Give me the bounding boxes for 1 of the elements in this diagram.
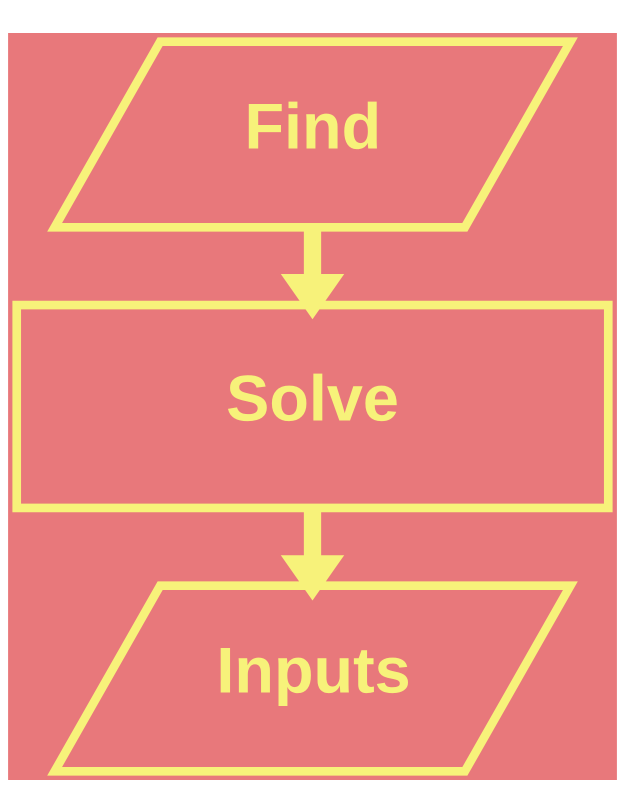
node-box: Solve [12,300,613,512]
